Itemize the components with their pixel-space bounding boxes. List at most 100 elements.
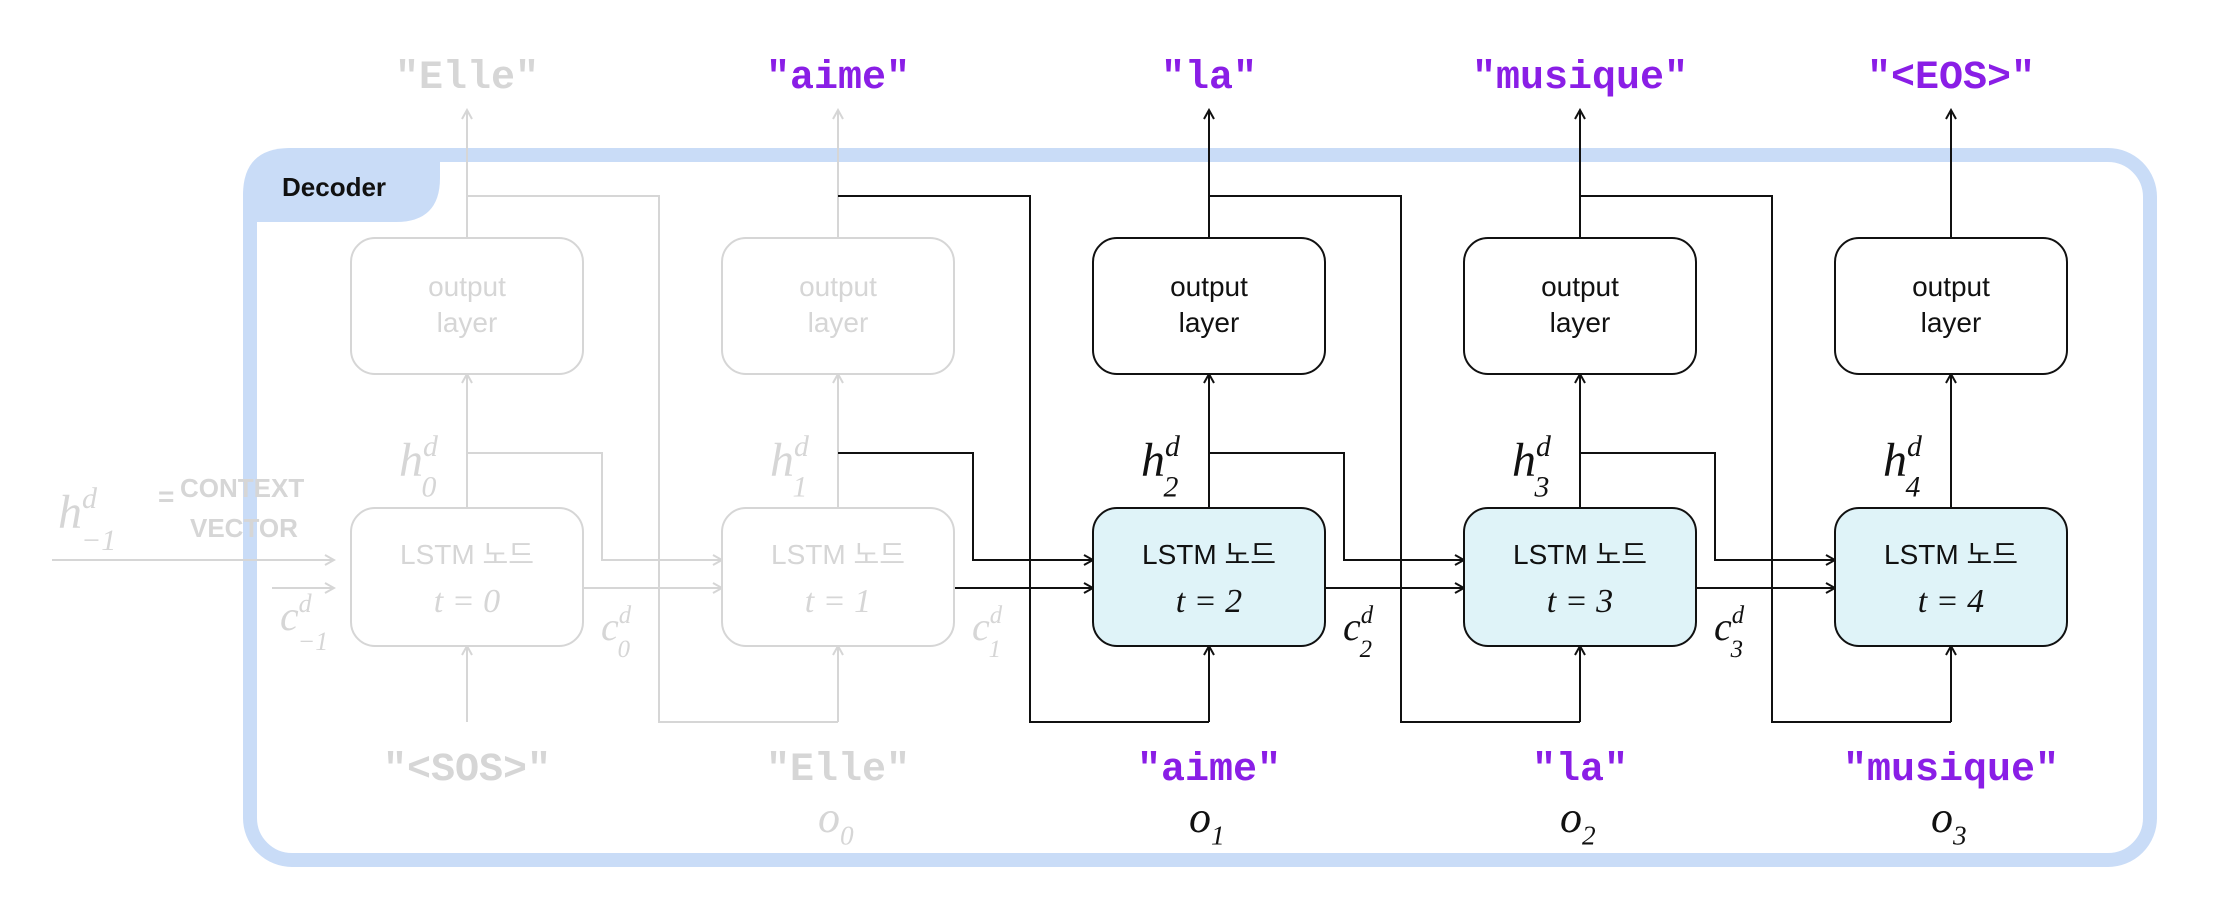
input-word: "<SOS>" bbox=[383, 748, 551, 793]
input-symbol-o: o3 bbox=[1931, 793, 1967, 850]
output-layer-box bbox=[1092, 237, 1326, 375]
cell-state-label-sup: d bbox=[990, 602, 1003, 629]
hidden-state-label-base: h bbox=[770, 434, 794, 487]
lstm-node-title: LSTM 노드 bbox=[1142, 539, 1276, 570]
output-layer-label-line2: layer bbox=[1921, 307, 1982, 338]
feedback-path bbox=[1209, 195, 1580, 723]
cell-state-label-sub: 1 bbox=[989, 636, 1001, 663]
output-layer-label-line1: output bbox=[799, 271, 877, 302]
lstm-node-title: LSTM 노드 bbox=[1513, 539, 1647, 570]
lstm-node-box bbox=[1463, 507, 1697, 647]
cell-state-label: cd 2 bbox=[1343, 602, 1374, 663]
decoder-frame bbox=[243, 148, 2157, 867]
output-layer-label-line2: layer bbox=[437, 307, 498, 338]
context-vector-group: hd−1 = CONTEXT VECTOR cd−1 bbox=[58, 473, 328, 656]
hidden-state-label: hd 0 bbox=[399, 430, 438, 504]
predicted-word: "Elle" bbox=[395, 56, 539, 101]
input-symbol-o-base: o bbox=[818, 793, 840, 842]
predicted-word: "musique" bbox=[1472, 56, 1688, 101]
lstm-node-time: t = 1 bbox=[805, 583, 871, 620]
lstm-node-title: LSTM 노드 bbox=[771, 539, 905, 570]
input-symbol-o-base: o bbox=[1931, 793, 1953, 842]
cell-state-label-base: c bbox=[972, 604, 990, 649]
output-layer-box bbox=[721, 237, 955, 375]
context-vector-line1: CONTEXT bbox=[180, 473, 304, 503]
input-symbol-o-base: o bbox=[1189, 793, 1211, 842]
cell-state-label-sub: 0 bbox=[618, 636, 631, 663]
input-symbol-o: o1 bbox=[1189, 793, 1225, 850]
context-h-label: hd−1 bbox=[58, 482, 116, 557]
input-symbol-o: o2 bbox=[1560, 793, 1596, 850]
hidden-state-label-sub: 3 bbox=[1534, 471, 1550, 504]
cell-state-label-base: c bbox=[1714, 604, 1732, 649]
hidden-state-label-sup: d bbox=[1165, 430, 1180, 463]
hidden-state-label-sup: d bbox=[423, 430, 438, 463]
output-layer-label-line2: layer bbox=[1550, 307, 1611, 338]
hidden-state-label: hd 1 bbox=[770, 430, 809, 504]
context-vector-line2: VECTOR bbox=[190, 513, 298, 543]
hidden-state-label-base: h bbox=[399, 434, 423, 487]
cell-state-label-sub: 3 bbox=[1730, 636, 1743, 663]
lstm-node-time: t = 2 bbox=[1176, 583, 1242, 620]
hidden-state-label: hd 4 bbox=[1883, 430, 1922, 504]
cell-state-label: cd 0 bbox=[601, 602, 632, 663]
output-layer-label-line2: layer bbox=[808, 307, 869, 338]
lstm-node-box bbox=[350, 507, 584, 647]
output-layer-box bbox=[1834, 237, 2068, 375]
predicted-word: "aime" bbox=[766, 56, 910, 101]
output-layer-label-line1: output bbox=[1541, 271, 1619, 302]
lstm-node-title: LSTM 노드 bbox=[400, 539, 534, 570]
output-layer-label-line2: layer bbox=[1179, 307, 1240, 338]
lstm-node-box bbox=[1092, 507, 1326, 647]
cell-state-label-base: c bbox=[1343, 604, 1361, 649]
cell-state-label-sup: d bbox=[619, 602, 632, 629]
hidden-state-label-sup: d bbox=[1907, 430, 1922, 463]
hidden-state-label-sub: 4 bbox=[1906, 471, 1921, 504]
hidden-state-label-sub: 0 bbox=[422, 471, 437, 504]
cell-state-label-base: c bbox=[601, 604, 619, 649]
cell-state-label-sub: 2 bbox=[1360, 636, 1372, 663]
feedback-path bbox=[1580, 195, 1951, 723]
input-symbol-o-sub: 1 bbox=[1211, 820, 1225, 850]
hidden-state-label-sub: 1 bbox=[793, 471, 808, 504]
lstm-node-title: LSTM 노드 bbox=[1884, 539, 2018, 570]
lstm-node-time: t = 4 bbox=[1918, 583, 1984, 620]
cell-state-label-sup: d bbox=[1361, 602, 1374, 629]
input-symbol-o-base: o bbox=[1560, 793, 1582, 842]
lstm-node-time: t = 0 bbox=[434, 583, 500, 620]
input-word: "la" bbox=[1532, 748, 1628, 793]
cell-state-label: cd 1 bbox=[972, 602, 1003, 663]
input-symbol-o: o0 bbox=[818, 793, 854, 850]
hidden-state-label-sup: d bbox=[1536, 430, 1551, 463]
input-symbol-o-sub: 3 bbox=[1952, 820, 1967, 850]
input-word: "Elle" bbox=[766, 748, 910, 793]
input-word: "musique" bbox=[1843, 748, 2059, 793]
hidden-state-arrow bbox=[838, 452, 1093, 560]
lstm-node-box bbox=[1834, 507, 2068, 647]
output-layer-label-line1: output bbox=[1912, 271, 1990, 302]
context-c-label: cd−1 bbox=[280, 589, 328, 656]
feedback-path bbox=[838, 195, 1209, 723]
lstm-node-time: t = 3 bbox=[1547, 583, 1613, 620]
hidden-state-label-base: h bbox=[1883, 434, 1907, 487]
feedback-path bbox=[467, 195, 838, 723]
input-symbol-o-sub: 0 bbox=[840, 820, 854, 850]
lstm-node-box bbox=[721, 507, 955, 647]
output-layer-label-line1: output bbox=[428, 271, 506, 302]
connection-lines bbox=[52, 110, 1951, 723]
predicted-word: "<EOS>" bbox=[1867, 56, 2035, 101]
hidden-state-label-base: h bbox=[1141, 434, 1165, 487]
input-symbol-o-sub: 2 bbox=[1582, 820, 1596, 850]
output-layer-box bbox=[350, 237, 584, 375]
output-layer-label-line1: output bbox=[1170, 271, 1248, 302]
hidden-state-arrow bbox=[467, 452, 722, 560]
decoder-label-tab bbox=[243, 148, 440, 222]
hidden-state-label-sup: d bbox=[794, 430, 809, 463]
hidden-state-arrow bbox=[1209, 452, 1464, 560]
